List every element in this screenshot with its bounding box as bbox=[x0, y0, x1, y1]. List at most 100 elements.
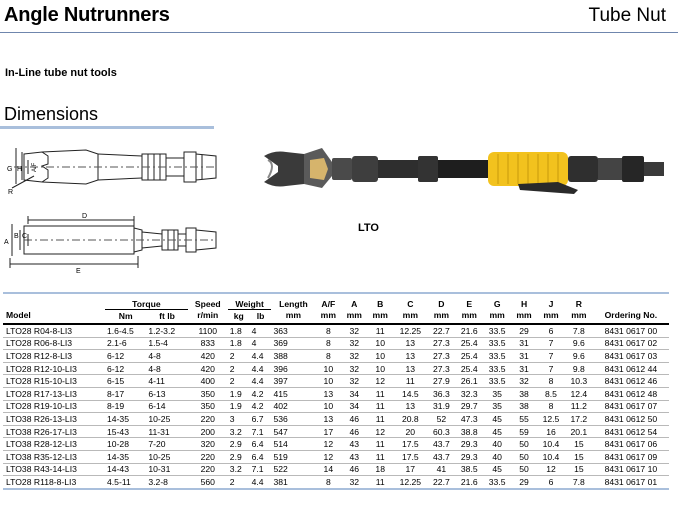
photo-label: LTO bbox=[358, 222, 379, 234]
header-ftlb: ft lb bbox=[146, 309, 188, 325]
cell-b: 11 bbox=[367, 387, 394, 401]
header-e-unit: mm bbox=[455, 309, 484, 325]
dimension-drawing-top: G H A/F R bbox=[7, 148, 217, 196]
cell-model: LTO28 R17-13-LI3 bbox=[3, 387, 106, 401]
cell-h: 31 bbox=[511, 349, 538, 363]
cell-h: 50 bbox=[511, 437, 538, 451]
cell-ordering-no: 8431 0612 46 bbox=[592, 374, 669, 389]
cell-j: 8 bbox=[537, 400, 565, 414]
cell-a: 46 bbox=[341, 412, 368, 426]
cell-ordering-no: 8431 0617 06 bbox=[592, 437, 669, 451]
cell-g: 33.5 bbox=[483, 349, 512, 363]
cell-h: 55 bbox=[511, 412, 538, 426]
cell-r: 7.8 bbox=[564, 475, 593, 491]
cell-r: 15 bbox=[564, 437, 593, 451]
cell-af: 10 bbox=[315, 362, 342, 376]
cell-b: 11 bbox=[367, 475, 394, 491]
cell-weight-kg: 1.8 bbox=[227, 337, 250, 351]
cell-weight-lb: 4.4 bbox=[249, 349, 272, 363]
cell-speed: 220 bbox=[187, 450, 228, 464]
cell-h: 31 bbox=[511, 362, 538, 376]
cell-model: LTO38 R28-12-LI3 bbox=[3, 437, 106, 451]
cell-a: 32 bbox=[341, 349, 368, 363]
cell-c: 20.8 bbox=[393, 412, 428, 426]
cell-torque-ftlb: 10-31 bbox=[146, 463, 188, 477]
section-rule bbox=[0, 126, 214, 129]
cell-c: 14.5 bbox=[393, 387, 428, 401]
cell-e: 47.3 bbox=[455, 412, 484, 426]
cell-weight-kg: 2 bbox=[227, 349, 250, 363]
cell-r: 9.6 bbox=[564, 337, 593, 351]
header-h: H bbox=[520, 298, 528, 309]
header-nm: Nm bbox=[105, 309, 147, 325]
cell-g: 33.5 bbox=[483, 324, 512, 338]
cell-h: 38 bbox=[511, 400, 538, 414]
header-length: Length bbox=[279, 298, 308, 309]
cell-speed: 220 bbox=[187, 463, 228, 477]
cell-j: 16 bbox=[537, 425, 565, 439]
cell-weight-kg: 1.9 bbox=[227, 400, 250, 414]
page-title: Angle Nutrunners bbox=[4, 4, 170, 26]
dim-label-h: H bbox=[17, 166, 22, 173]
cell-r: 10.3 bbox=[564, 374, 593, 389]
cell-h: 50 bbox=[511, 463, 538, 477]
cell-af: 12 bbox=[315, 437, 342, 451]
cell-torque-ftlb: 1.5-4 bbox=[146, 337, 188, 351]
cell-torque-nm: 1.6-4.5 bbox=[105, 324, 147, 338]
header-weight: Weight bbox=[227, 293, 272, 310]
cell-length: 363 bbox=[271, 324, 316, 338]
cell-af: 17 bbox=[315, 425, 342, 439]
cell-d: 27.3 bbox=[427, 362, 456, 376]
cell-ordering-no: 8431 0617 01 bbox=[592, 475, 669, 491]
cell-d: 60.3 bbox=[427, 425, 456, 439]
cell-length: 415 bbox=[271, 387, 316, 401]
cell-h: 29 bbox=[511, 475, 538, 491]
dim-label-g: G bbox=[7, 166, 12, 173]
col-model-top bbox=[3, 293, 105, 310]
table-header-row-1: Torque Speed Weight Length A/F A B C D E… bbox=[3, 293, 669, 310]
cell-c: 17.5 bbox=[393, 437, 428, 451]
cell-g: 33.5 bbox=[483, 362, 512, 376]
cell-a: 46 bbox=[341, 425, 368, 439]
cell-weight-kg: 2 bbox=[227, 475, 250, 491]
cell-length: 369 bbox=[271, 337, 316, 351]
cell-length: 388 bbox=[271, 349, 316, 363]
cell-af: 8 bbox=[315, 324, 342, 338]
cell-af: 8 bbox=[315, 349, 342, 363]
cell-d: 41 bbox=[427, 463, 456, 477]
cell-a: 32 bbox=[341, 324, 368, 338]
cell-weight-lb: 4.4 bbox=[249, 362, 272, 376]
cell-j: 7 bbox=[537, 362, 565, 376]
cell-e: 38.5 bbox=[455, 463, 484, 477]
dim-label-e: E bbox=[76, 268, 81, 275]
cell-weight-lb: 7.1 bbox=[249, 463, 272, 477]
cell-d: 27.3 bbox=[427, 337, 456, 351]
cell-c: 13 bbox=[393, 362, 428, 376]
cell-torque-nm: 14-35 bbox=[105, 450, 147, 464]
cell-e: 21.6 bbox=[455, 324, 484, 338]
cell-r: 12.4 bbox=[564, 387, 593, 401]
cell-a: 46 bbox=[341, 463, 368, 477]
cell-e: 25.4 bbox=[455, 362, 484, 376]
header-c-unit: mm bbox=[393, 309, 428, 325]
cell-ordering-no: 8431 0617 09 bbox=[592, 450, 669, 464]
cell-a: 34 bbox=[341, 387, 368, 401]
dim-label-af: A/F bbox=[32, 162, 38, 172]
cell-g: 45 bbox=[483, 463, 512, 477]
cell-r: 7.8 bbox=[564, 324, 593, 338]
header-lb: lb bbox=[249, 309, 272, 325]
cell-h: 31 bbox=[511, 337, 538, 351]
cell-model: LTO28 R19-10-LI3 bbox=[3, 400, 106, 414]
cell-torque-ftlb: 6-13 bbox=[146, 387, 188, 401]
cell-weight-lb: 6.7 bbox=[249, 412, 272, 426]
header-b-unit: mm bbox=[367, 309, 394, 325]
cell-weight-kg: 2 bbox=[227, 362, 250, 376]
cell-d: 31.9 bbox=[427, 400, 456, 414]
cell-model: LTO28 R04-8-LI3 bbox=[3, 324, 106, 338]
